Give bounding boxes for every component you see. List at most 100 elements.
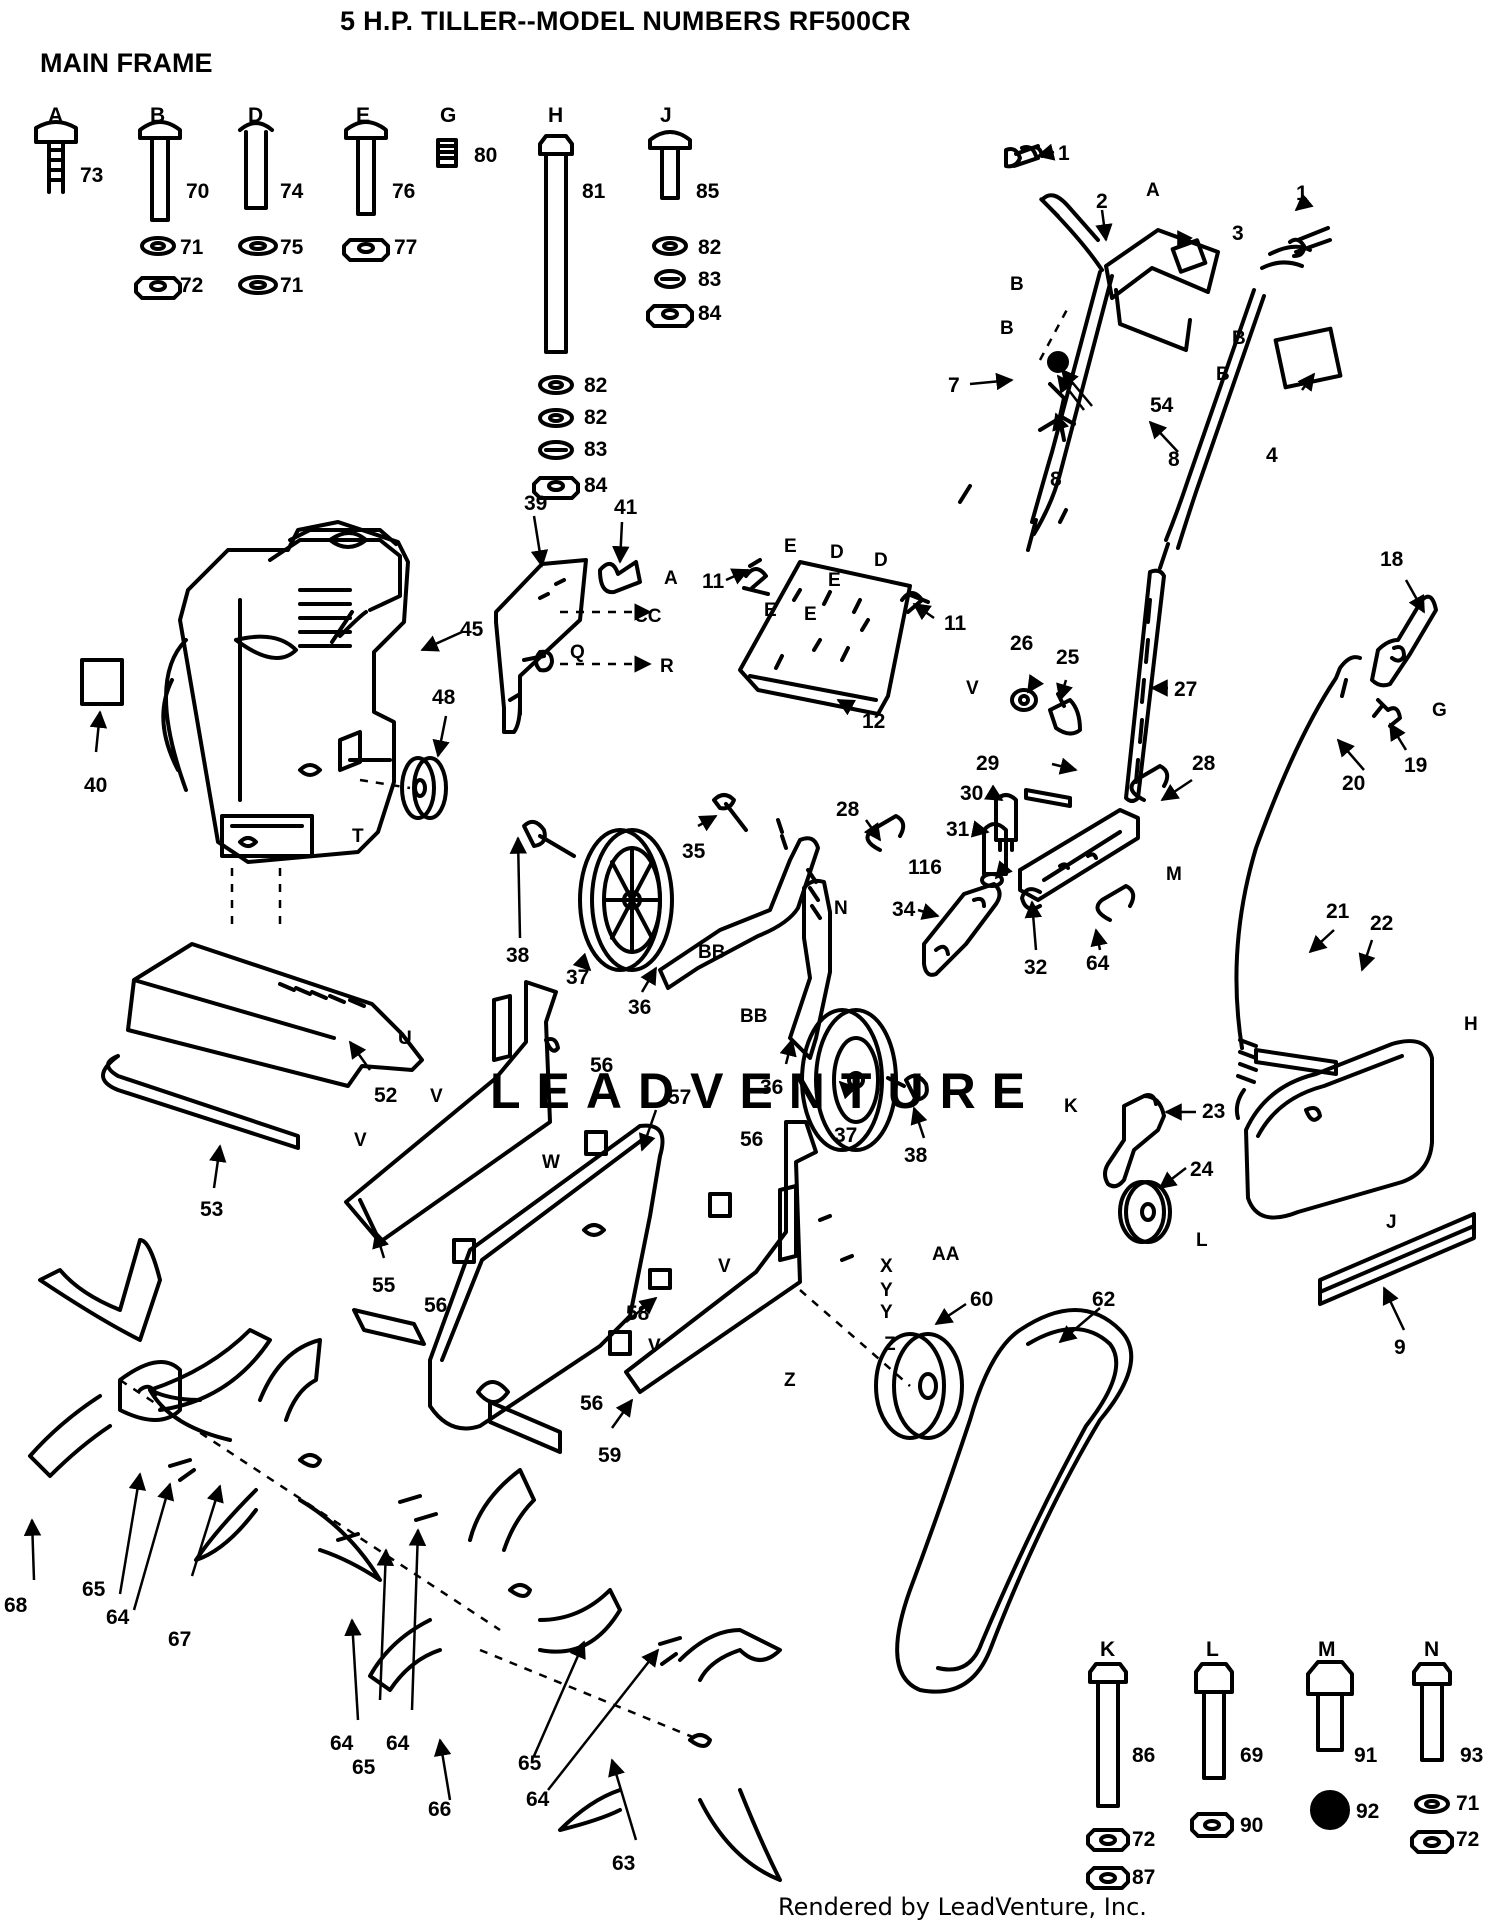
- bolt-70: [138, 120, 182, 222]
- callout: 3: [1232, 222, 1244, 245]
- part-number: 75: [280, 236, 304, 259]
- bushing-56c: [452, 1238, 476, 1264]
- ref-letter: Y: [880, 1280, 893, 1301]
- callout: 36: [628, 996, 651, 1019]
- clip-25: [1048, 692, 1082, 736]
- nut-72-b: [134, 276, 182, 300]
- part-number: 86: [1132, 1744, 1155, 1767]
- part-number: 90: [1240, 1814, 1263, 1837]
- callout: 60: [970, 1288, 993, 1311]
- callout: 32: [1024, 956, 1047, 979]
- bolt-91: [1306, 1660, 1354, 1752]
- callout: 39: [524, 492, 547, 515]
- bracket-23: [1103, 1093, 1166, 1189]
- callout: 56: [590, 1054, 613, 1077]
- ref-letter: V: [718, 1256, 731, 1277]
- callout: 64: [386, 1732, 410, 1755]
- part-number: 77: [394, 236, 417, 259]
- bolt-38-left: [522, 819, 576, 858]
- group-letter-m: M: [1318, 1638, 1336, 1661]
- part-number: 83: [698, 268, 721, 291]
- washer-83-h: [538, 440, 574, 460]
- handle-bar-left: [1026, 193, 1114, 552]
- ref-letter: E: [784, 536, 797, 557]
- callout: 7: [948, 374, 960, 397]
- bracket-39: [494, 558, 642, 734]
- part-number: 81: [582, 180, 606, 203]
- bracket-34: [922, 882, 1002, 977]
- callout: 64: [526, 1788, 550, 1811]
- ref-letter: J: [1386, 1212, 1397, 1233]
- part-number: 69: [1240, 1744, 1263, 1767]
- callout: 62: [1092, 1288, 1115, 1311]
- pin-29: [1024, 788, 1072, 808]
- callout: 41: [614, 496, 638, 519]
- callout: 4: [1266, 444, 1278, 467]
- callout: 37: [566, 966, 589, 989]
- nut-72-k: [1086, 1828, 1130, 1852]
- part-number: 74: [280, 180, 304, 203]
- part-number: 71: [280, 274, 304, 297]
- ref-letter: E: [804, 604, 817, 625]
- bolt-81: [538, 134, 574, 354]
- bolt-85: [648, 130, 692, 200]
- callout: 65: [82, 1578, 106, 1601]
- part-number: 83: [584, 438, 607, 461]
- clip-28-left: [865, 814, 906, 852]
- ref-letter: D: [830, 542, 844, 563]
- ref-letter: B: [1000, 318, 1014, 339]
- plate-12: [738, 558, 930, 716]
- bushing-56a: [584, 1130, 608, 1156]
- callout: 23: [1202, 1100, 1225, 1123]
- page-title: 5 H.P. TILLER--MODEL NUMBERS RF500CR: [340, 6, 911, 36]
- ref-letter: B: [1216, 364, 1230, 385]
- bolt-69: [1194, 1662, 1234, 1780]
- tine-66: [368, 1468, 622, 1692]
- knob-54: [1047, 351, 1069, 373]
- callout: 58: [626, 1302, 650, 1325]
- leader-lines: [23, 143, 1426, 1841]
- part-number: 84: [584, 474, 608, 497]
- ref-letter: W: [542, 1152, 560, 1173]
- belt-guard-22: [1244, 1039, 1434, 1220]
- ref-letter: E: [828, 570, 841, 591]
- washer-83-j: [654, 269, 686, 289]
- ref-letter: Q: [570, 642, 585, 663]
- group-letter-h: H: [548, 104, 563, 127]
- washer-26: [1010, 688, 1038, 712]
- handle-grip-left: [1004, 144, 1044, 169]
- callout: 66: [428, 1798, 451, 1821]
- ref-letter: H: [1464, 1014, 1478, 1035]
- clip-28-right: [1129, 764, 1170, 802]
- bolt-93: [1412, 1662, 1452, 1762]
- callout: 18: [1380, 548, 1404, 571]
- part-number: 93: [1460, 1744, 1483, 1767]
- callout: 64: [106, 1606, 130, 1629]
- group-letter-b: B: [150, 104, 165, 127]
- callout: 8: [1168, 448, 1180, 471]
- hardware-part-numbers: 73 70 71 72 74 75 71 76 77 80 81 82 82 8…: [80, 144, 1483, 1889]
- bushing-56b: [708, 1192, 732, 1218]
- group-letter-a: A: [48, 104, 63, 127]
- callout: 38: [904, 1144, 928, 1167]
- ref-letter: Y: [880, 1302, 893, 1323]
- wheel-37-right: [800, 1008, 884, 1152]
- group-letter-j: J: [660, 104, 672, 127]
- tine-group: [28, 1238, 782, 1882]
- ref-letter: N: [834, 898, 848, 919]
- engine: [161, 520, 410, 864]
- nut-92: [1310, 1790, 1350, 1830]
- callout: 8: [1050, 468, 1062, 491]
- wheel-left-assembly: [522, 793, 820, 990]
- ref-letter: V: [354, 1130, 367, 1151]
- ref-letter: B: [1010, 274, 1024, 295]
- group-letter-e: E: [356, 104, 370, 127]
- callout: 56: [580, 1392, 603, 1415]
- washer-82-h1: [538, 375, 574, 395]
- part-number: 82: [584, 406, 607, 429]
- part-number: 71: [180, 236, 204, 259]
- washer-82-h2: [538, 408, 574, 428]
- footer-credit: Rendered by LeadVenture, Inc.: [778, 1893, 1147, 1921]
- tine-63: [558, 1628, 782, 1882]
